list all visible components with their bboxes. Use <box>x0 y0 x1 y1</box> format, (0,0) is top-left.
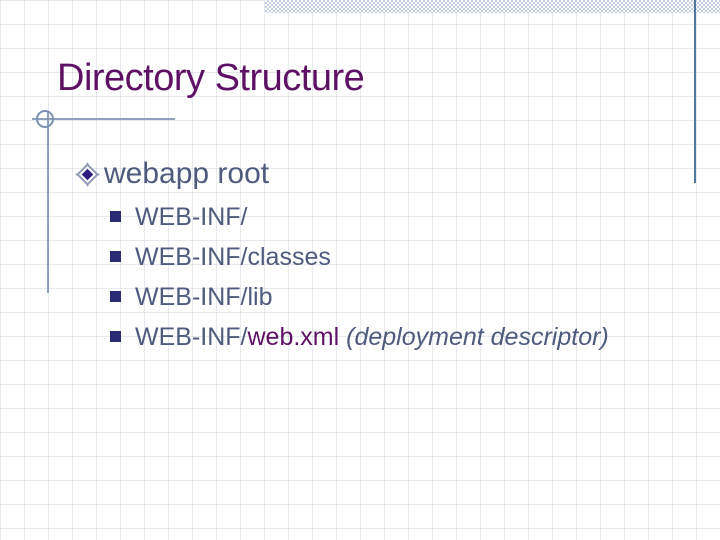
list-item-label: WEB-INF/web.xml (deployment descriptor) <box>135 322 609 353</box>
title-underline-rule <box>32 118 175 120</box>
square-bullet-icon <box>110 211 121 222</box>
list-item: WEB-INF/web.xml (deployment descriptor) <box>110 322 609 362</box>
web-xml-filename: web.xml <box>247 323 340 351</box>
left-vertical-rule <box>47 112 49 293</box>
list-item: WEB-INF/classes <box>110 242 609 282</box>
bullet-row-webapp-root: webapp root <box>73 157 269 191</box>
sub-bullet-list: WEB-INF/ WEB-INF/classes WEB-INF/lib WEB… <box>110 202 609 362</box>
square-bullet-icon <box>110 251 121 262</box>
top-hatch-band <box>265 0 720 13</box>
deployment-descriptor-note: (deployment descriptor) <box>339 323 609 351</box>
list-item-label: WEB-INF/lib <box>135 283 273 311</box>
list-item: WEB-INF/lib <box>110 282 609 322</box>
square-bullet-icon <box>110 331 121 342</box>
square-bullet-icon <box>110 291 121 302</box>
list-item-label: WEB-INF/classes <box>135 243 331 271</box>
slide-title: Directory Structure <box>57 57 365 99</box>
list-item: WEB-INF/ <box>110 202 609 242</box>
path-prefix: WEB-INF/ <box>135 323 248 351</box>
diamond-bullet-icon <box>75 162 100 187</box>
bullet-label: webapp root <box>104 157 270 190</box>
right-vertical-rule <box>694 0 696 183</box>
circle-ornament <box>36 110 54 128</box>
list-item-label: WEB-INF/ <box>135 203 248 231</box>
